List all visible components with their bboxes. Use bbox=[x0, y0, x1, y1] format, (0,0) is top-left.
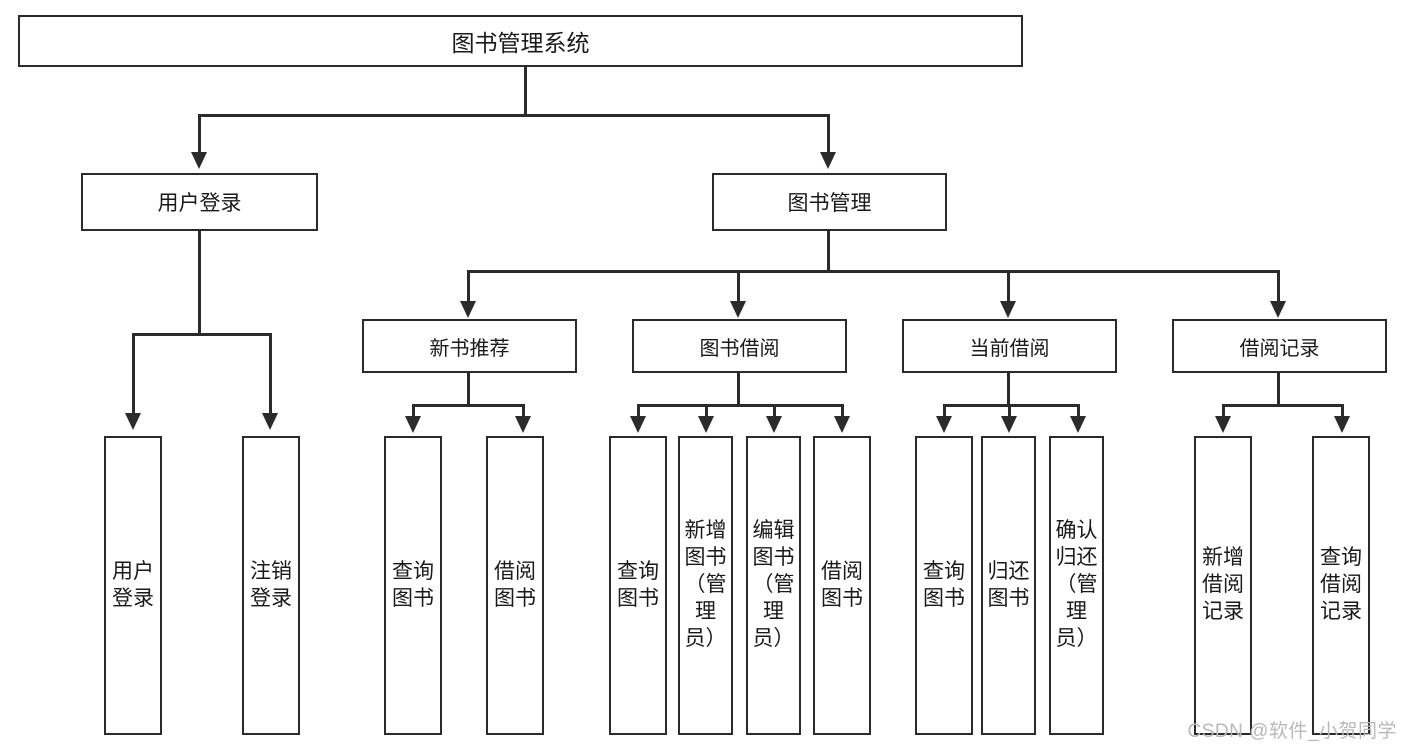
node-user-login[interactable]: 用户登录 bbox=[81, 173, 318, 231]
connector-current-borrow-leaf-2 bbox=[1008, 404, 1011, 418]
arrow-borrow-record-leaf-2 bbox=[1334, 416, 1350, 433]
arrow-current-borrow-leaf-1 bbox=[936, 416, 952, 433]
leaf-user-login[interactable]: 用户登录 bbox=[104, 436, 162, 735]
connector-book-borrow-stem bbox=[737, 373, 740, 407]
arrow-user-login-leaf-2 bbox=[262, 413, 278, 430]
leaf-label: 借阅图书 bbox=[821, 559, 863, 610]
leaf-borrow-book-recommend[interactable]: 借阅图书 bbox=[486, 436, 544, 735]
leaf-label: 归还图书 bbox=[987, 559, 1030, 610]
arrow-current-borrow-leaf-2 bbox=[1001, 416, 1017, 433]
leaf-logout[interactable]: 注销登录 bbox=[242, 436, 300, 735]
leaf-label: 借阅图书 bbox=[494, 559, 536, 610]
leaf-label: 查询图书 bbox=[923, 559, 965, 610]
node-borrow-record[interactable]: 借阅记录 bbox=[1172, 319, 1387, 373]
connector-book-borrow-leaf-2 bbox=[705, 404, 708, 418]
node-label: 图书管理 bbox=[787, 192, 872, 215]
leaf-add-book-admin[interactable]: 新增图书（管理员） bbox=[678, 436, 733, 735]
arrow-current-borrow-leaf-3 bbox=[1070, 416, 1086, 433]
leaf-label: 注销登录 bbox=[250, 559, 292, 610]
node-book-borrow[interactable]: 图书借阅 bbox=[632, 319, 847, 373]
node-book-management[interactable]: 图书管理 bbox=[712, 173, 947, 231]
arrow-to-borrow-record bbox=[1270, 301, 1286, 318]
connector-user-login-bus bbox=[132, 333, 272, 336]
node-label: 借阅记录 bbox=[1239, 337, 1320, 360]
connector-new-book-bus bbox=[412, 404, 525, 407]
arrow-new-book-leaf-2 bbox=[515, 416, 531, 433]
connector-to-borrow-record bbox=[1277, 270, 1280, 303]
arrow-to-book-borrow bbox=[730, 301, 746, 318]
arrow-book-borrow-leaf-4 bbox=[834, 416, 850, 433]
connector-new-book-leaf-2 bbox=[522, 404, 525, 418]
connector-root-stem bbox=[524, 67, 527, 116]
connector-book-borrow-leaf-3 bbox=[773, 404, 776, 418]
leaf-label: 查询图书 bbox=[392, 559, 434, 610]
connector-borrow-record-leaf-2 bbox=[1341, 404, 1344, 418]
arrow-to-user-login bbox=[191, 152, 207, 169]
arrow-to-new-book bbox=[460, 301, 476, 318]
arrow-book-borrow-leaf-1 bbox=[630, 416, 646, 433]
connector-user-login-leaf-1 bbox=[132, 333, 135, 415]
connector-to-current-borrow bbox=[1007, 270, 1010, 303]
node-label: 当前借阅 bbox=[969, 337, 1050, 360]
leaf-label: 新增图书（管理员） bbox=[684, 519, 727, 650]
leaf-label: 用户登录 bbox=[112, 559, 154, 610]
connector-current-borrow-leaf-1 bbox=[943, 404, 946, 418]
node-root-book-management-system[interactable]: 图书管理系统 bbox=[18, 15, 1023, 67]
arrow-to-book-management bbox=[820, 152, 836, 169]
leaf-label: 编辑图书（管理员） bbox=[752, 519, 795, 650]
connector-book-management-stem bbox=[827, 231, 830, 273]
node-new-book-recommend[interactable]: 新书推荐 bbox=[362, 319, 577, 373]
arrow-book-borrow-leaf-2 bbox=[698, 416, 714, 433]
leaf-label: 查询图书 bbox=[617, 559, 659, 610]
connector-new-book-leaf-1 bbox=[412, 404, 415, 418]
arrow-borrow-record-leaf-1 bbox=[1215, 416, 1231, 433]
connector-borrow-record-bus bbox=[1222, 404, 1344, 407]
connector-to-user-login bbox=[198, 114, 201, 154]
arrow-new-book-leaf-1 bbox=[405, 416, 421, 433]
node-current-borrow[interactable]: 当前借阅 bbox=[902, 319, 1117, 373]
leaf-query-book-recommend[interactable]: 查询图书 bbox=[384, 436, 442, 735]
leaf-label: 新增借阅记录 bbox=[1202, 546, 1244, 623]
leaf-return-book[interactable]: 归还图书 bbox=[981, 436, 1036, 735]
leaf-confirm-return-admin[interactable]: 确认归还（管理员） bbox=[1049, 436, 1104, 735]
arrow-book-borrow-leaf-3 bbox=[766, 416, 782, 433]
node-label: 图书借阅 bbox=[699, 337, 780, 360]
connector-current-borrow-bus bbox=[943, 404, 1080, 407]
arrow-to-current-borrow bbox=[1000, 301, 1016, 318]
node-label: 图书管理系统 bbox=[451, 30, 590, 56]
node-label: 用户登录 bbox=[157, 192, 242, 215]
connector-new-book-stem bbox=[467, 373, 470, 407]
leaf-edit-book-admin[interactable]: 编辑图书（管理员） bbox=[746, 436, 801, 735]
node-label: 新书推荐 bbox=[429, 337, 510, 360]
connector-user-login-stem bbox=[198, 231, 201, 336]
connector-to-book-borrow bbox=[737, 270, 740, 303]
connector-root-bus bbox=[198, 114, 830, 117]
connector-current-borrow-leaf-3 bbox=[1077, 404, 1080, 418]
leaf-borrow-book[interactable]: 借阅图书 bbox=[813, 436, 871, 735]
connector-current-borrow-stem bbox=[1007, 373, 1010, 407]
connector-book-management-bus bbox=[467, 270, 1278, 273]
connector-to-new-book bbox=[467, 270, 470, 303]
connector-book-borrow-bus bbox=[637, 404, 843, 407]
leaf-query-book-borrow[interactable]: 查询图书 bbox=[609, 436, 667, 735]
leaf-query-borrow-record[interactable]: 查询借阅记录 bbox=[1312, 436, 1370, 735]
arrow-user-login-leaf-1 bbox=[125, 413, 141, 430]
leaf-add-borrow-record[interactable]: 新增借阅记录 bbox=[1194, 436, 1252, 735]
connector-borrow-record-stem bbox=[1277, 373, 1280, 407]
connector-book-borrow-leaf-4 bbox=[841, 404, 844, 418]
leaf-query-book-current[interactable]: 查询图书 bbox=[915, 436, 973, 735]
connector-borrow-record-leaf-1 bbox=[1222, 404, 1225, 418]
connector-book-borrow-leaf-1 bbox=[637, 404, 640, 418]
connector-user-login-leaf-2 bbox=[269, 333, 272, 415]
connector-to-book-management bbox=[827, 114, 830, 154]
leaf-label: 查询借阅记录 bbox=[1320, 546, 1362, 623]
leaf-label: 确认归还（管理员） bbox=[1055, 519, 1098, 650]
